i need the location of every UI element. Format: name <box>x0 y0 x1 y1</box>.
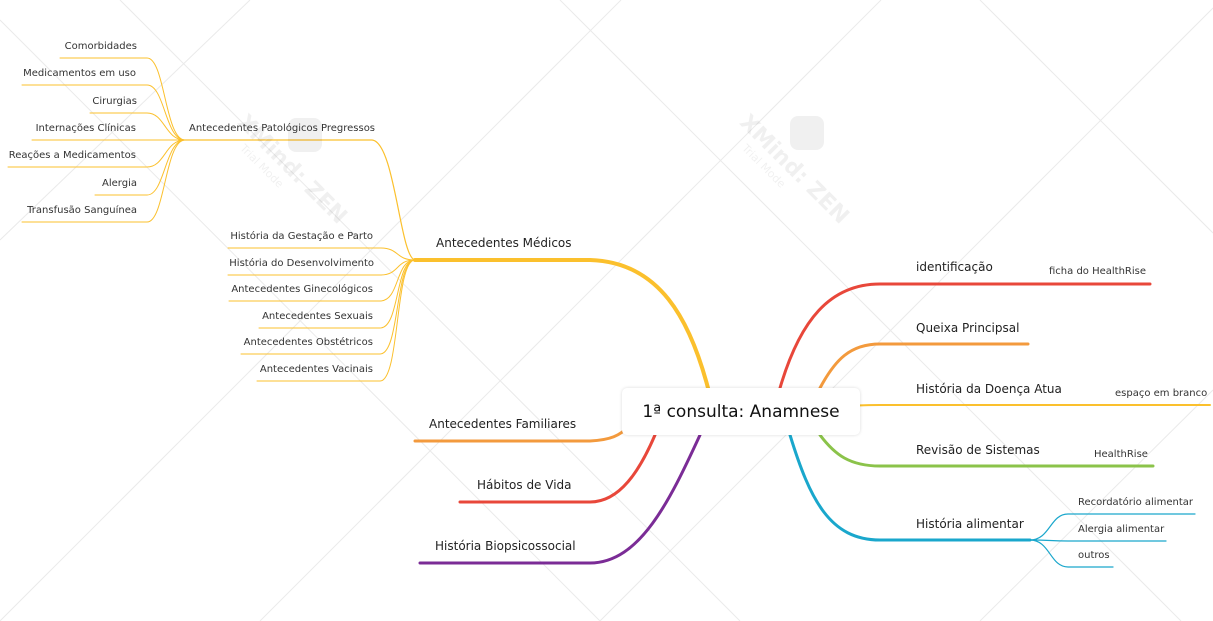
subtopic-ficha-healthrise[interactable]: ficha do HealthRise <box>1049 266 1147 277</box>
watermark-line <box>259 0 882 621</box>
connector-medico-5 <box>256 259 416 382</box>
subtopic-transfusao[interactable]: Transfusão Sanguínea <box>27 205 137 216</box>
xmind-logo-icon <box>288 118 322 152</box>
subtopic-alergia-alimentar[interactable]: Alergia alimentar <box>1078 524 1165 535</box>
topic-identificacao[interactable]: identificação <box>916 260 993 274</box>
branch-identificacao <box>778 282 1152 390</box>
connector-patologico-6 <box>21 139 186 223</box>
subtopic-gestacao-parto[interactable]: História da Gestação e Parto <box>230 231 373 242</box>
subtopic-healthrise[interactable]: HealthRise <box>1094 449 1148 460</box>
subtopic-comorbidades[interactable]: Comorbidades <box>64 41 137 52</box>
connector-medico-1 <box>227 259 416 276</box>
branch-historia-biopsicossocial <box>418 433 702 565</box>
branch-historia-doenca <box>832 404 1211 408</box>
subtopic-ginecologicos[interactable]: Antecedentes Ginecológicos <box>231 284 373 295</box>
topic-historia-biopsicossocial[interactable]: História Biopsicossocial <box>435 539 576 553</box>
topic-antecedentes-familiares[interactable]: Antecedentes Familiares <box>429 417 577 431</box>
watermark-line <box>0 0 251 241</box>
branch-habitos-de-vida <box>458 433 657 504</box>
branch-historia-alimentar <box>788 433 1032 542</box>
watermark-line <box>119 0 741 621</box>
branch-revisao-sistemas <box>818 433 1155 468</box>
subtopic-reacoes[interactable]: Reações a Medicamentos <box>8 150 136 161</box>
connector-patologico-2 <box>89 112 186 141</box>
branch-patologicos <box>184 139 416 261</box>
watermark-line <box>0 0 622 621</box>
subtopic-cirurgias[interactable]: Cirurgias <box>92 96 137 107</box>
connector-medico-2 <box>228 259 416 302</box>
subtopic-medicamentos[interactable]: Medicamentos em uso <box>23 68 136 79</box>
watermark-line <box>599 7 1213 621</box>
watermark-line <box>979 0 1213 234</box>
watermark-line <box>0 19 601 621</box>
subtopic-internacoes[interactable]: Internações Clínicas <box>35 123 136 134</box>
xmind-logo-icon <box>790 116 824 150</box>
connector-patologico-5 <box>94 139 186 196</box>
topic-historia-alimentar[interactable]: História alimentar <box>916 517 1024 531</box>
subtopic-outros[interactable]: outros <box>1078 550 1110 561</box>
subtopic-desenvolvimento[interactable]: História do Desenvolvimento <box>229 258 374 269</box>
subtopic-obstetricos[interactable]: Antecedentes Obstétricos <box>243 337 373 348</box>
topic-habitos-de-vida[interactable]: Hábitos de Vida <box>477 478 572 492</box>
connector-medico-0 <box>227 247 416 261</box>
subtopic-espaco-em-branco[interactable]: espaço em branco <box>1115 388 1208 399</box>
subtopic-alergia[interactable]: Alergia <box>102 178 137 189</box>
connector-patologico-1 <box>21 84 186 141</box>
topic-revisao-sistemas[interactable]: Revisão de Sistemas <box>916 443 1040 457</box>
topic-antecedentes-medicos[interactable]: Antecedentes Médicos <box>436 236 572 250</box>
connector-alimentar-2 <box>1029 539 1114 568</box>
branch-antecedentes-medicos <box>413 258 710 390</box>
watermark-line <box>979 389 1213 621</box>
connector-patologico-4 <box>7 139 186 168</box>
topic-antecedentes-patologicos[interactable]: Antecedentes Patológicos Pregressos <box>189 123 376 134</box>
connector-alimentar-0 <box>1029 513 1196 541</box>
topic-queixa-principal[interactable]: Queixa Principsal <box>916 321 1020 335</box>
central-topic[interactable]: 1ª consulta: Anamnese <box>622 388 860 435</box>
watermark-line <box>559 0 1182 621</box>
connector-patologico-0 <box>59 57 186 141</box>
subtopic-sexuais[interactable]: Antecedentes Sexuais <box>262 311 373 322</box>
topic-historia-doenca-atual[interactable]: História da Doença Atua <box>916 382 1062 396</box>
subtopic-recordatorio[interactable]: Recordatório alimentar <box>1078 497 1193 508</box>
branch-queixa-principal <box>818 342 1030 390</box>
connector-alimentar-1 <box>1029 539 1167 542</box>
subtopic-vacinais[interactable]: Antecedentes Vacinais <box>259 364 373 375</box>
